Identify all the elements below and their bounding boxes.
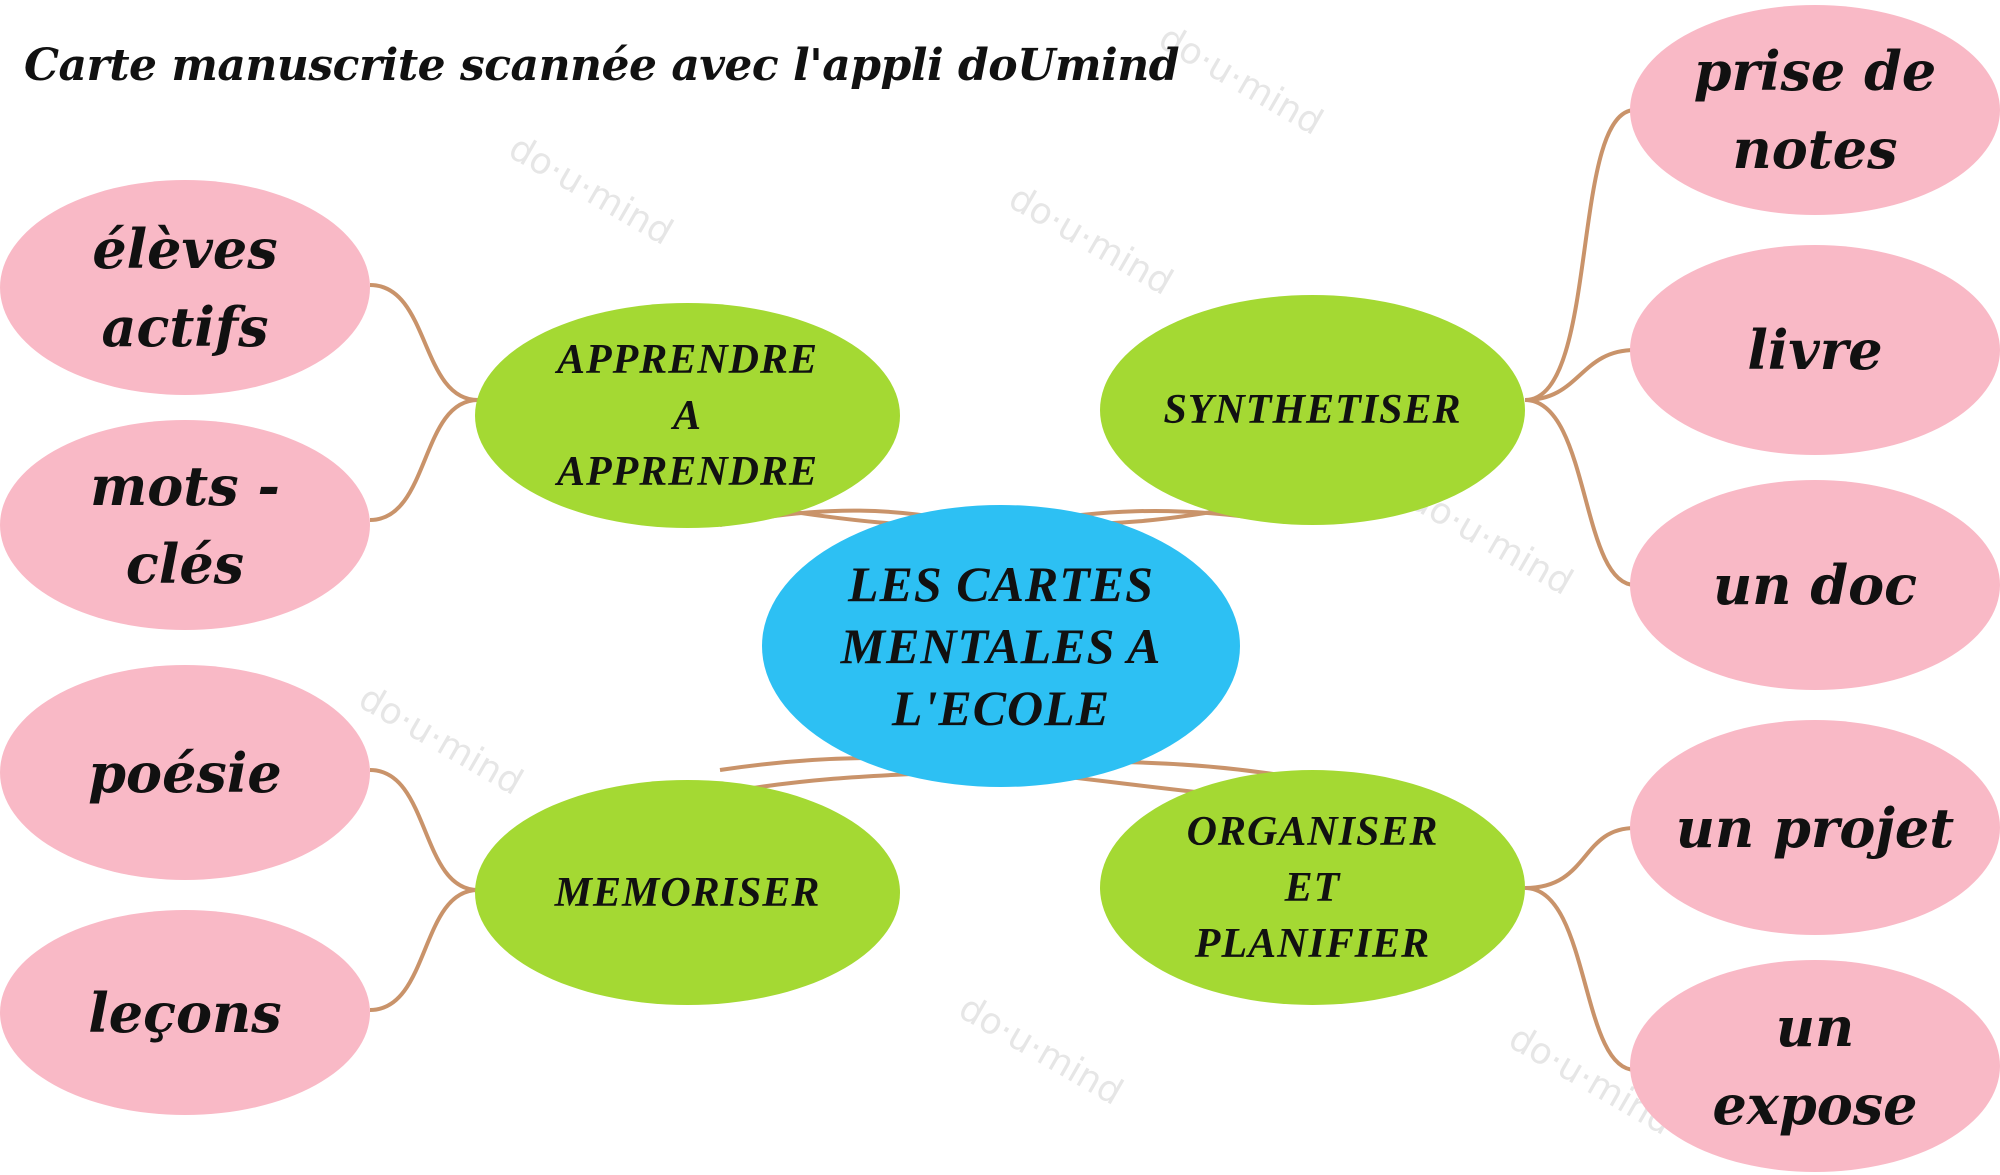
leaf-label: livre [1747, 318, 1883, 382]
leaf-mots-cles[interactable]: mots - clés [0, 420, 370, 630]
leaf-poesie[interactable]: poésie [0, 665, 370, 880]
leaf-un-expose[interactable]: un expose [1630, 960, 2000, 1172]
branch-label: ORGANISER ET PLANIFIER [1186, 808, 1439, 967]
center-node[interactable]: LES CARTES MENTALES A L'ECOLE [762, 505, 1240, 787]
leaf-label: élèves actifs [92, 216, 278, 359]
leaf-label: un expose [1712, 995, 1918, 1137]
leaf-label: mots - clés [90, 454, 280, 596]
link-apprendre-eleves [369, 283, 479, 402]
center-label: LES CARTES MENTALES A L'ECOLE [840, 556, 1162, 736]
leaf-label: un doc [1713, 553, 1917, 617]
branch-label: APPRENDRE A APPRENDRE [556, 336, 819, 495]
leaf-label: prise de notes [1693, 39, 1937, 181]
leaf-un-projet[interactable]: un projet [1630, 720, 2000, 935]
branch-organiser[interactable]: ORGANISER ET PLANIFIER [1100, 770, 1525, 1005]
link-org-expose [1524, 886, 1636, 1072]
leaf-prise-de-notes[interactable]: prise de notes [1630, 5, 2000, 215]
link-memo-poesie [369, 768, 479, 892]
leaf-un-doc[interactable]: un doc [1630, 480, 2000, 690]
leaf-label: poésie [88, 740, 282, 805]
leaf-label: un projet [1675, 795, 1955, 860]
branch-label: MEMORISER [554, 869, 821, 916]
branch-memoriser[interactable]: MEMORISER [475, 780, 900, 1005]
link-synth-doc [1524, 398, 1636, 587]
link-org-projet [1524, 826, 1636, 890]
link-synth-prise [1524, 108, 1636, 402]
leaf-eleves-actifs[interactable]: élèves actifs [0, 180, 370, 395]
branch-apprendre[interactable]: APPRENDRE A APPRENDRE [475, 303, 900, 528]
leaf-lecons[interactable]: leçons [0, 910, 370, 1115]
link-synth-livre [1524, 348, 1636, 402]
branch-synthetiser[interactable]: SYNTHETISER [1100, 295, 1525, 525]
link-apprendre-mots [369, 398, 479, 522]
leaf-livre[interactable]: livre [1630, 245, 2000, 455]
caption: Carte manuscrite scannée avec l'appli do… [24, 40, 1180, 91]
branch-label: SYNTHETISER [1163, 387, 1462, 433]
link-memo-lecons [369, 888, 479, 1012]
leaf-label: leçons [88, 980, 282, 1045]
